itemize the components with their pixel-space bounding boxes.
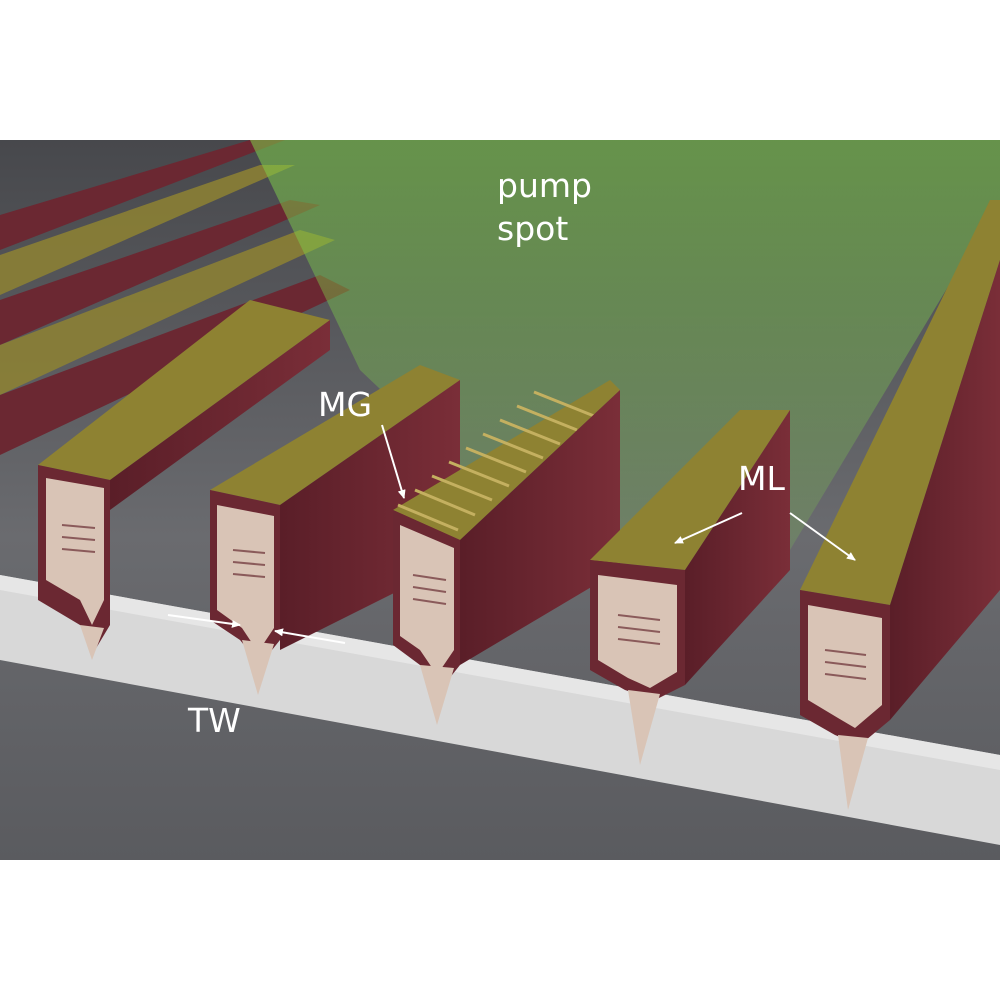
ridge-4	[590, 410, 790, 765]
tw-label: TW	[187, 701, 241, 740]
ridge-5	[800, 200, 1000, 810]
pump-spot-beam	[250, 140, 1000, 600]
ridge-1	[38, 300, 330, 660]
pump-spot-label-line1: pump	[497, 166, 592, 205]
mg-arrow	[381, 424, 406, 499]
ridge-3-grating	[393, 380, 620, 725]
pump-spot-label-line2: spot	[497, 209, 568, 248]
ml-label: ML	[738, 459, 785, 498]
ml-arrow-left	[674, 512, 743, 544]
tw-arrow-left	[167, 614, 241, 628]
ml-arrow-right	[789, 512, 856, 561]
mg-label: MG	[318, 385, 372, 424]
annotation-arrows	[167, 424, 856, 644]
tw-arrow-right	[274, 628, 346, 644]
